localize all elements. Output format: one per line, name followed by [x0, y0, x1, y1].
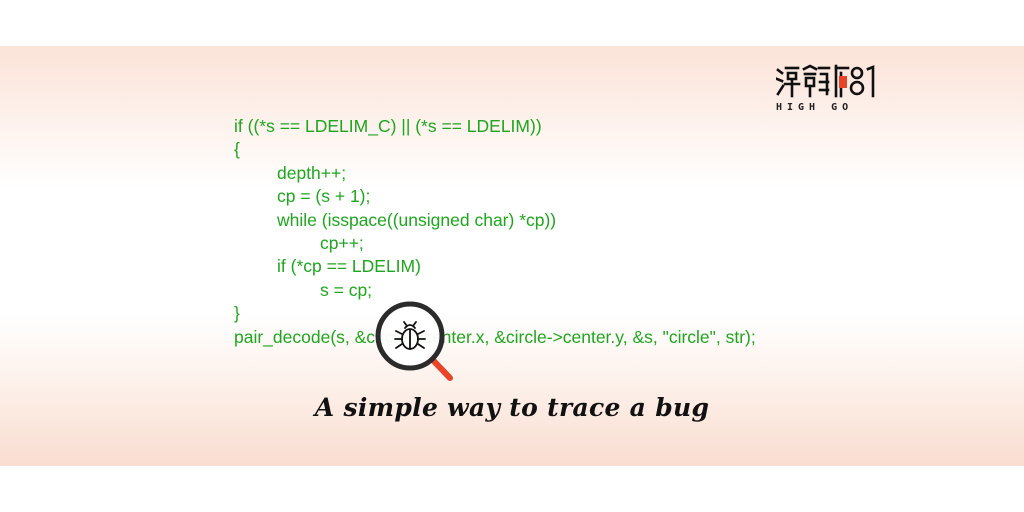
caption-title: A simple way to trace a bug: [314, 393, 710, 422]
code-line: cp = (s + 1);: [277, 186, 371, 207]
magnifier-bug-icon: [375, 301, 453, 381]
highgo-logo: HIGH GO: [776, 64, 880, 118]
code-line: {: [234, 139, 240, 160]
code-line: if ((*s == LDELIM_C) || (*s == LDELIM)): [234, 116, 542, 136]
code-line: cp++;: [320, 232, 364, 253]
code-line: }: [234, 303, 240, 324]
code-line: if (*cp == LDELIM): [277, 256, 421, 277]
code-line: depth++;: [277, 162, 347, 183]
banner-background: [0, 46, 1024, 466]
code-snippet: if ((*s == LDELIM_C) || (*s == LDELIM)) …: [234, 115, 756, 349]
code-line: while (isspace((unsigned char) *cp)): [277, 209, 557, 230]
code-line: s = cp;: [320, 279, 373, 300]
code-line: pair_decode(s, &circle->center.x, &circl…: [234, 326, 756, 347]
bug-icon: [394, 321, 426, 350]
logo-wordmark: HIGH GO: [776, 102, 854, 113]
highgo-logo-icon: [776, 64, 875, 98]
